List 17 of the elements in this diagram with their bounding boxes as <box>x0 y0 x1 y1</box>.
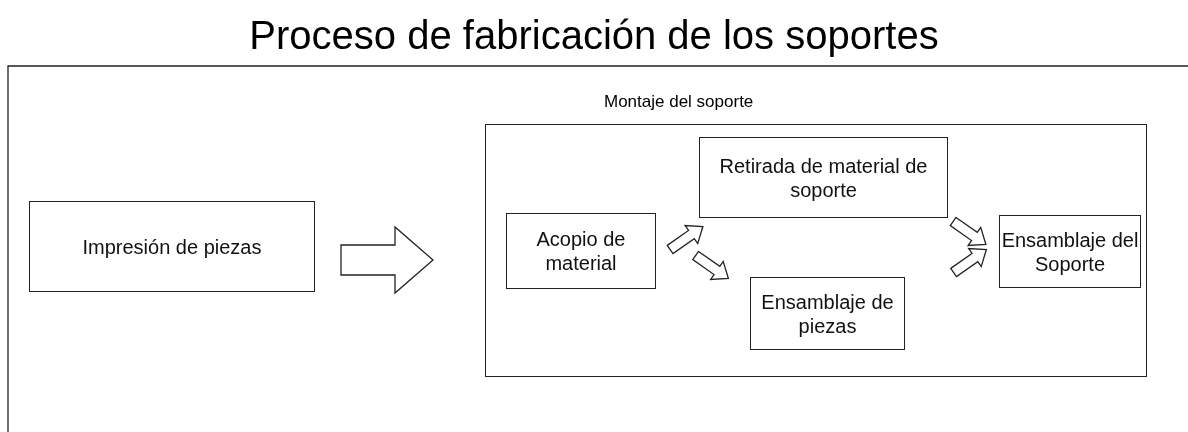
process-box <box>750 277 905 350</box>
process-box <box>506 213 656 289</box>
block-arrow <box>949 247 988 278</box>
process-box <box>29 201 315 292</box>
block-arrow <box>666 224 704 255</box>
block-arrow <box>949 216 987 247</box>
group-heading: Montaje del soporte <box>604 91 754 113</box>
node-label: Ensamblaje de piezas <box>760 289 895 338</box>
node-label: Retirada de material de soporte <box>718 153 929 202</box>
diagram-title: Proceso de fabricación de los soportes <box>248 12 940 58</box>
node-label: Impresión de piezas <box>82 234 262 259</box>
process-box <box>699 137 948 218</box>
node-label: Acopio de material <box>535 227 627 275</box>
process-box <box>999 215 1141 288</box>
block-arrow <box>691 250 730 281</box>
node-label: Ensamblaje del Soporte <box>1000 227 1140 276</box>
block-arrow <box>340 225 434 295</box>
